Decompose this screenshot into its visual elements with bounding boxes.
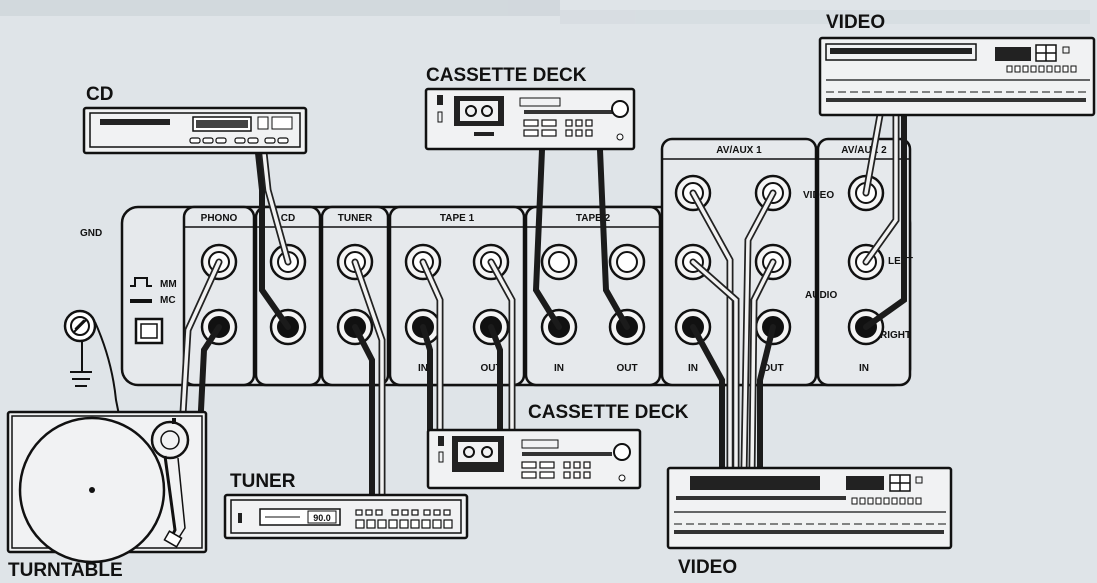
tuner-left-cable: [353, 260, 384, 497]
avaux1-out-label: OUT: [762, 363, 783, 374]
video-recorder-bottom[interactable]: [666, 466, 953, 550]
cd-player[interactable]: [82, 106, 308, 155]
audio-jack-label: AUDIO: [805, 290, 837, 301]
cd-left-cable: [262, 151, 290, 264]
avaux2-in-label: IN: [859, 363, 869, 374]
mm-mc-switch[interactable]: [130, 277, 164, 345]
av1-audio-left-cable: [691, 260, 738, 472]
cd-right-cable: [255, 150, 291, 330]
video-bottom-label: VIDEO: [678, 557, 737, 578]
tape2-label: TAPE 2: [576, 213, 611, 224]
tape2-out-left-jack[interactable]: [608, 243, 646, 281]
cd-label: CD: [281, 213, 295, 224]
ground-wire: [94, 321, 121, 421]
cables: [70, 111, 907, 499]
tape1-label: TAPE 1: [440, 213, 475, 224]
tuner-right-cable: [352, 324, 375, 498]
tuner-device[interactable]: 90.0: [223, 493, 469, 540]
tuner-section: [320, 205, 390, 387]
video-recorder-top[interactable]: [818, 36, 1096, 117]
tuner-frequency-display: 90.0: [313, 513, 331, 523]
video-top-label: VIDEO: [826, 12, 885, 33]
tape1-section: [388, 205, 526, 387]
tape1-in-label: IN: [418, 363, 428, 374]
background-text-block: [0, 0, 1090, 24]
cd-section: [254, 205, 322, 387]
tape1-out-left-cable: [489, 260, 514, 432]
turntable-label: TURNTABLE: [8, 560, 123, 578]
tape2-section: [524, 205, 662, 387]
phono-section: [182, 205, 256, 387]
cd-device-label: CD: [86, 84, 113, 105]
video-jack-label: VIDEO: [803, 190, 834, 201]
tape2-in-left-jack[interactable]: [540, 243, 578, 281]
av1-audio-right-out-cable: [757, 324, 776, 473]
av2-left-cable: [864, 113, 898, 264]
av2-right-cable: [863, 112, 907, 330]
tuner-label: TUNER: [338, 213, 373, 224]
avaux1-in-label: IN: [688, 363, 698, 374]
cassette-bottom-label: CASSETTE DECK: [528, 402, 689, 423]
cassette-deck-bottom[interactable]: [426, 428, 642, 490]
ground-terminal[interactable]: [63, 309, 97, 343]
av1-video-out-cable: [742, 191, 775, 472]
tuner-device-label: TUNER: [230, 471, 296, 492]
avaux1-label: AV/AUX 1: [716, 145, 762, 156]
right-jack-label: RIGHT: [880, 330, 911, 341]
ground-symbol: [70, 327, 92, 387]
avaux2-label: AV/AUX 2: [841, 145, 887, 156]
tape2-in-cable: [532, 147, 562, 330]
mc-label: MC: [160, 295, 176, 306]
tape1-in-right-cable: [420, 324, 433, 433]
phono-right-cable: [197, 324, 222, 433]
tape2-out-cable: [597, 147, 630, 330]
av2-video-cable: [864, 113, 882, 195]
tape1-out-right-cable: [488, 324, 503, 433]
left-jack-label: LEFT: [888, 256, 913, 267]
cassette-top-label: CASSETTE DECK: [426, 65, 587, 86]
tape1-in-left-cable: [421, 260, 442, 432]
tape2-out-label: OUT: [616, 363, 637, 374]
av1-video-in-cable: [691, 191, 732, 472]
cassette-deck-top[interactable]: [424, 87, 636, 151]
phono-label: PHONO: [201, 213, 238, 224]
tape1-out-label: OUT: [480, 363, 501, 374]
tape2-in-label: IN: [554, 363, 564, 374]
turntable-device[interactable]: [6, 410, 208, 564]
mm-label: MM: [160, 279, 177, 290]
av1-audio-right-in-cable: [690, 324, 725, 473]
gnd-label: GND: [80, 228, 102, 239]
